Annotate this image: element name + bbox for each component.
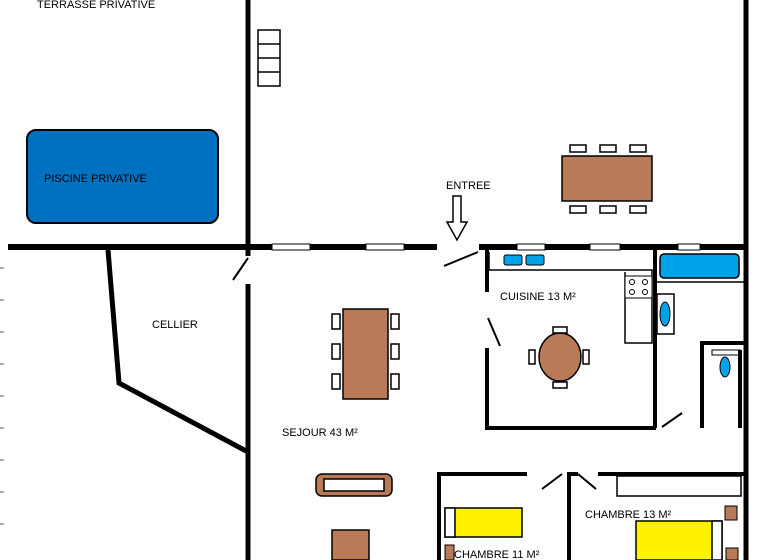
chair	[629, 144, 647, 153]
toilet-tank	[711, 349, 741, 356]
bed-11	[444, 507, 523, 538]
chair	[331, 373, 341, 390]
bathroom-door	[661, 412, 683, 428]
terrace-dining-table	[561, 144, 653, 214]
private-pool	[26, 129, 219, 224]
sofa	[315, 473, 393, 497]
kitchen-sink	[503, 254, 545, 266]
kitchen-table	[528, 326, 590, 389]
chair	[331, 313, 341, 330]
bedroom-13-door	[577, 473, 597, 490]
nightstand	[725, 547, 739, 560]
bathroom	[656, 253, 746, 428]
chair	[599, 205, 617, 214]
bathtub	[659, 253, 740, 279]
toilet	[719, 356, 731, 378]
stove	[624, 275, 653, 299]
entrance-arrow-icon	[445, 195, 469, 242]
bed-13	[635, 520, 723, 560]
entrance-door	[443, 251, 479, 267]
chair	[569, 205, 587, 214]
top-wall-windows	[271, 243, 701, 251]
chair	[582, 349, 590, 365]
bedroom-11-door	[541, 473, 563, 490]
chair	[629, 205, 647, 214]
bedroom-13-walls	[567, 472, 746, 560]
chambre-11-label: CHAMBRE 11 M²	[454, 549, 540, 560]
coffee-table	[331, 529, 370, 560]
chair	[569, 144, 587, 153]
kitchen-counter	[488, 252, 653, 344]
nightstand	[444, 544, 455, 560]
left-edge-marks	[0, 267, 4, 525]
cellier-door	[232, 257, 249, 281]
cuisine-label: CUISINE 13 M²	[500, 291, 576, 303]
cellier-label: CELLIER	[152, 319, 198, 331]
chair	[390, 373, 400, 390]
kitchen-door	[487, 317, 501, 347]
nightstand	[724, 505, 738, 521]
cellier-wall	[105, 249, 250, 455]
chambre-13-label: CHAMBRE 13 M²	[585, 509, 672, 521]
piscine-label: PISCINE PRIVATIVE	[44, 173, 147, 185]
kitchen-walls	[485, 247, 657, 430]
entree-label: ENTREE	[446, 180, 491, 192]
terrace-steps	[257, 29, 281, 87]
terrasse-label: TERRASSE PRIVATIVE	[37, 0, 155, 11]
bedroom-11-walls	[437, 472, 527, 560]
wardrobe	[616, 475, 742, 497]
chair	[390, 343, 400, 360]
bathroom-sink	[659, 301, 671, 327]
chair	[552, 381, 568, 389]
living-dining-table	[331, 308, 400, 400]
chair	[599, 144, 617, 153]
chair	[552, 326, 568, 334]
chair	[390, 313, 400, 330]
chair	[528, 349, 536, 365]
chair	[331, 343, 341, 360]
sejour-label: SEJOUR 43 M²	[282, 427, 358, 439]
